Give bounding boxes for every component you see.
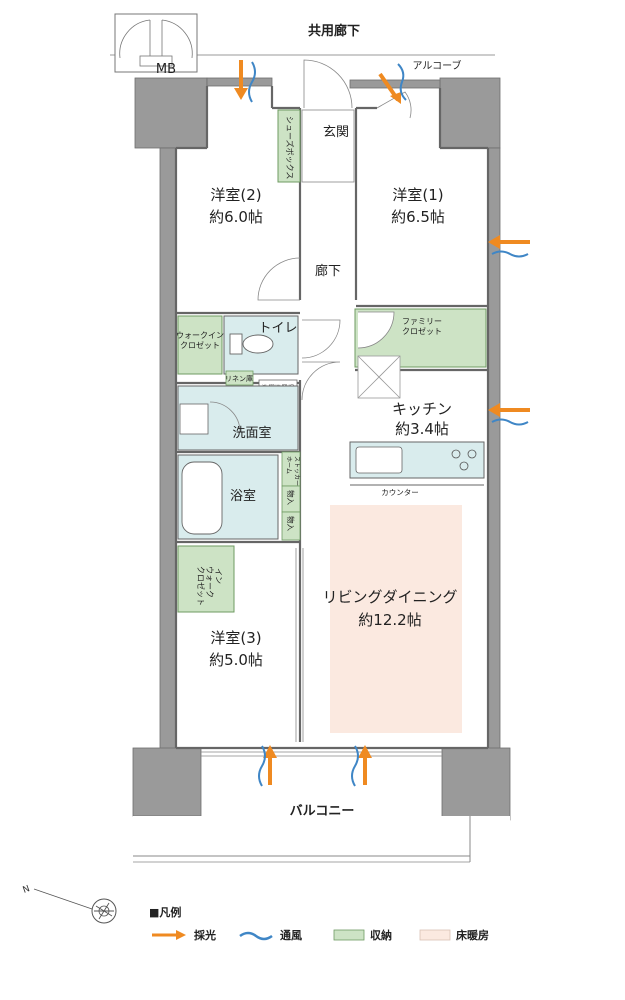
counter-label: カウンター — [381, 488, 419, 497]
mb-label: MB — [156, 62, 176, 77]
walkin-closet-1 — [177, 315, 223, 375]
light-arrow-icon — [258, 745, 277, 787]
living-name: リビングダイニング — [322, 588, 457, 606]
wind-wave-icon — [239, 931, 273, 941]
hall-label: 廊下 — [315, 263, 341, 279]
walkin-closet-2-label-c: クロゼット — [196, 566, 206, 606]
family-closet-label-b: クロゼット — [402, 326, 442, 336]
western1-door — [376, 91, 412, 119]
kitchen-size: 約3.4帖 — [395, 420, 449, 438]
western3-size: 約5.0帖 — [209, 651, 263, 669]
western1-size: 約6.5帖 — [391, 208, 445, 226]
shoe-box-label: シューズボックス — [285, 116, 295, 179]
walkin-closet-1-label-b: クロゼット — [180, 340, 220, 350]
floor-heating-area — [330, 505, 462, 733]
legend-floor-heating-swatch — [419, 929, 451, 941]
hall-door-w2 — [257, 257, 301, 301]
kitchen-label: キッチン — [392, 400, 452, 418]
entrance-door — [303, 59, 353, 109]
western3-name: 洋室(3) — [210, 629, 261, 647]
balcony-windows — [201, 751, 442, 757]
home-stocker-label-a: ホーム — [285, 456, 292, 474]
alcove-label: アルコーブ — [412, 59, 461, 72]
storage-2-label: 物入 — [286, 516, 296, 531]
light-arrow-icon — [488, 403, 530, 426]
entrance-label: 玄関 — [323, 125, 349, 140]
walkin-closet-2-label-a: ウォーク — [205, 566, 214, 598]
linen-label: リネン庫 — [225, 374, 253, 383]
bath-label: 浴室 — [230, 488, 256, 504]
stove-icon — [451, 449, 477, 471]
wash-basin-icon — [179, 403, 209, 435]
bathtub-icon — [181, 461, 223, 535]
walkin-closet-2 — [177, 545, 235, 613]
washroom-label: 洗面室 — [232, 425, 271, 441]
balcony-label: バルコニー — [290, 804, 355, 819]
washroom-door — [209, 401, 241, 433]
entrance-floor — [301, 109, 355, 183]
living-size: 約12.2帖 — [358, 611, 421, 629]
western2-name: 洋室(2) — [210, 186, 261, 204]
legend-storage-swatch — [333, 929, 365, 941]
toilet-bowl-icon — [229, 333, 274, 355]
legend-storage-label: 収納 — [370, 928, 392, 942]
kitchen-sink-icon — [355, 446, 403, 474]
light-arrow-icon — [378, 63, 407, 104]
storage-2 — [281, 511, 301, 541]
legend-light-label: 採光 — [194, 928, 216, 942]
walkin-closet-1-label-a: ウォークイン — [176, 331, 224, 340]
storage-1-label: 物入 — [286, 490, 296, 505]
sliding-door — [295, 548, 304, 742]
north-arrow-icon: N — [22, 884, 117, 924]
light-arrow-icon — [234, 60, 256, 103]
legend-title: ■凡例 — [149, 905, 181, 919]
corridor-label: 共用廊下 — [308, 23, 360, 39]
hall-door-toilet — [301, 319, 341, 359]
western2-size: 約6.0帖 — [209, 208, 263, 226]
legend-wind-label: 通風 — [280, 929, 302, 942]
home-stocker-label-b: ストッカー — [293, 456, 300, 486]
linen — [225, 370, 254, 386]
interior-walls — [174, 86, 490, 750]
balcony — [133, 816, 510, 872]
toilet-label: トイレ — [258, 321, 297, 336]
fridge-space — [357, 355, 401, 399]
walkin-closet-2-label-b: イン — [214, 568, 223, 584]
legend-floor-heating-label: 床暖房 — [456, 928, 489, 942]
family-closet-label-a: ファミリー — [402, 317, 442, 326]
walls — [132, 77, 511, 821]
light-arrow-icon — [351, 745, 372, 787]
mb-box — [114, 13, 198, 73]
shoe-box — [277, 109, 301, 183]
legend-light — [152, 930, 186, 940]
svg-text:N: N — [22, 884, 32, 896]
light-arrow-icon — [488, 235, 530, 258]
family-closet-door — [357, 311, 395, 349]
hall-door-wash — [301, 361, 341, 401]
western1-name: 洋室(1) — [392, 186, 443, 204]
